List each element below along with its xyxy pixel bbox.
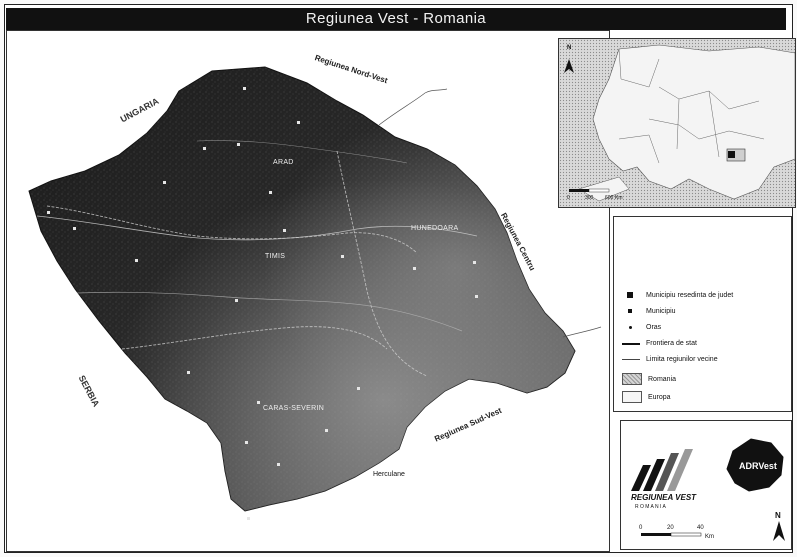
legend-item-oras: Oras xyxy=(622,321,661,333)
main-map: UNGARIA SERBIA Regiunea Nord-Vest Regiun… xyxy=(6,30,610,552)
inset-map-svg xyxy=(559,39,795,207)
dot-icon xyxy=(622,322,640,332)
label-county-hunedoara: HUNEDOARA xyxy=(411,225,459,232)
legend-label: Frontiera de stat xyxy=(646,339,697,347)
scale-label-0: 0 xyxy=(639,525,643,531)
line-thick-icon xyxy=(622,338,640,348)
inset-scale-300: 300 xyxy=(585,195,594,201)
river-mures xyxy=(36,215,478,241)
inset-map-europe: N 0 300 600 Km xyxy=(558,38,796,208)
north-arrow-icon xyxy=(564,59,574,73)
regiunea-vest-logo-icon xyxy=(631,449,693,491)
legend-label: Romania xyxy=(648,375,677,383)
label-place-herculane: Herculane xyxy=(373,471,405,478)
scale-label-40: 40 xyxy=(697,525,704,531)
river-bega xyxy=(76,291,463,332)
square-large-icon xyxy=(622,290,640,300)
label-county-timis: TIMIS xyxy=(265,253,286,260)
neighbour-limit-centru xyxy=(562,326,602,338)
label-county-caras-severin: CARAS-SEVERIN xyxy=(263,405,325,412)
legend-item-limita: Limita regiunilor vecine xyxy=(622,353,718,365)
neighbour-limit-nord-vest xyxy=(378,88,448,126)
scale-label-20: 20 xyxy=(667,525,674,531)
adr-vest-logo-icon xyxy=(726,438,784,492)
scale-bar xyxy=(641,532,702,537)
map-title: Regiunea Vest - Romania xyxy=(6,8,786,30)
north-arrow-icon xyxy=(773,521,785,541)
legend-item-romania: Romania xyxy=(622,373,676,385)
logo-romania-sub-text: R O M A N I A xyxy=(635,504,666,510)
legend-item-municipiu-resedinta: Municipiu resedinta de judet xyxy=(622,289,733,301)
swatch-light-icon xyxy=(622,391,642,403)
inset-scale-km: Km xyxy=(615,195,623,201)
inset-scale-600: 600 xyxy=(605,195,614,201)
county-boundary-timis-caras xyxy=(121,326,388,350)
inset-north-label: N xyxy=(567,45,572,51)
logo-regiunea-vest-text: REGIUNEA VEST xyxy=(631,493,697,502)
legend-item-municipiu: Municipiu xyxy=(622,305,676,317)
swatch-gray-icon xyxy=(622,373,642,385)
river-cris xyxy=(196,140,408,164)
legend-label: Limita regiunilor vecine xyxy=(646,355,718,363)
main-map-svg xyxy=(28,66,602,520)
logos-svg xyxy=(631,438,785,541)
logo-adr-vest-text: ADRVest xyxy=(739,461,777,471)
settlements xyxy=(47,87,478,520)
county-boundary-hunedoara xyxy=(336,150,428,377)
label-county-arad: ARAD xyxy=(273,159,294,166)
county-boundary-arad-timis xyxy=(46,205,418,254)
north-label: N xyxy=(775,511,781,520)
legend-label: Europa xyxy=(648,393,671,401)
scale-label-km: Km xyxy=(705,534,714,540)
legend-label: Oras xyxy=(646,323,662,331)
legend-label: Municipiu resedinta de judet xyxy=(646,291,734,299)
inset-regiunea-vest xyxy=(728,151,735,158)
logo-and-scale-box: REGIUNEA VEST R O M A N I A ADRVest 0 20… xyxy=(620,420,792,550)
legend-item-europa: Europa xyxy=(622,391,671,403)
legend-label: Municipiu xyxy=(646,307,676,315)
inset-scale-0: 0 xyxy=(567,195,570,201)
line-thin-icon xyxy=(622,354,640,364)
legend-item-frontiera: Frontiera de stat xyxy=(622,337,697,349)
square-small-icon xyxy=(622,306,640,316)
legend: Municipiu resedinta de judet Municipiu O… xyxy=(613,216,792,412)
